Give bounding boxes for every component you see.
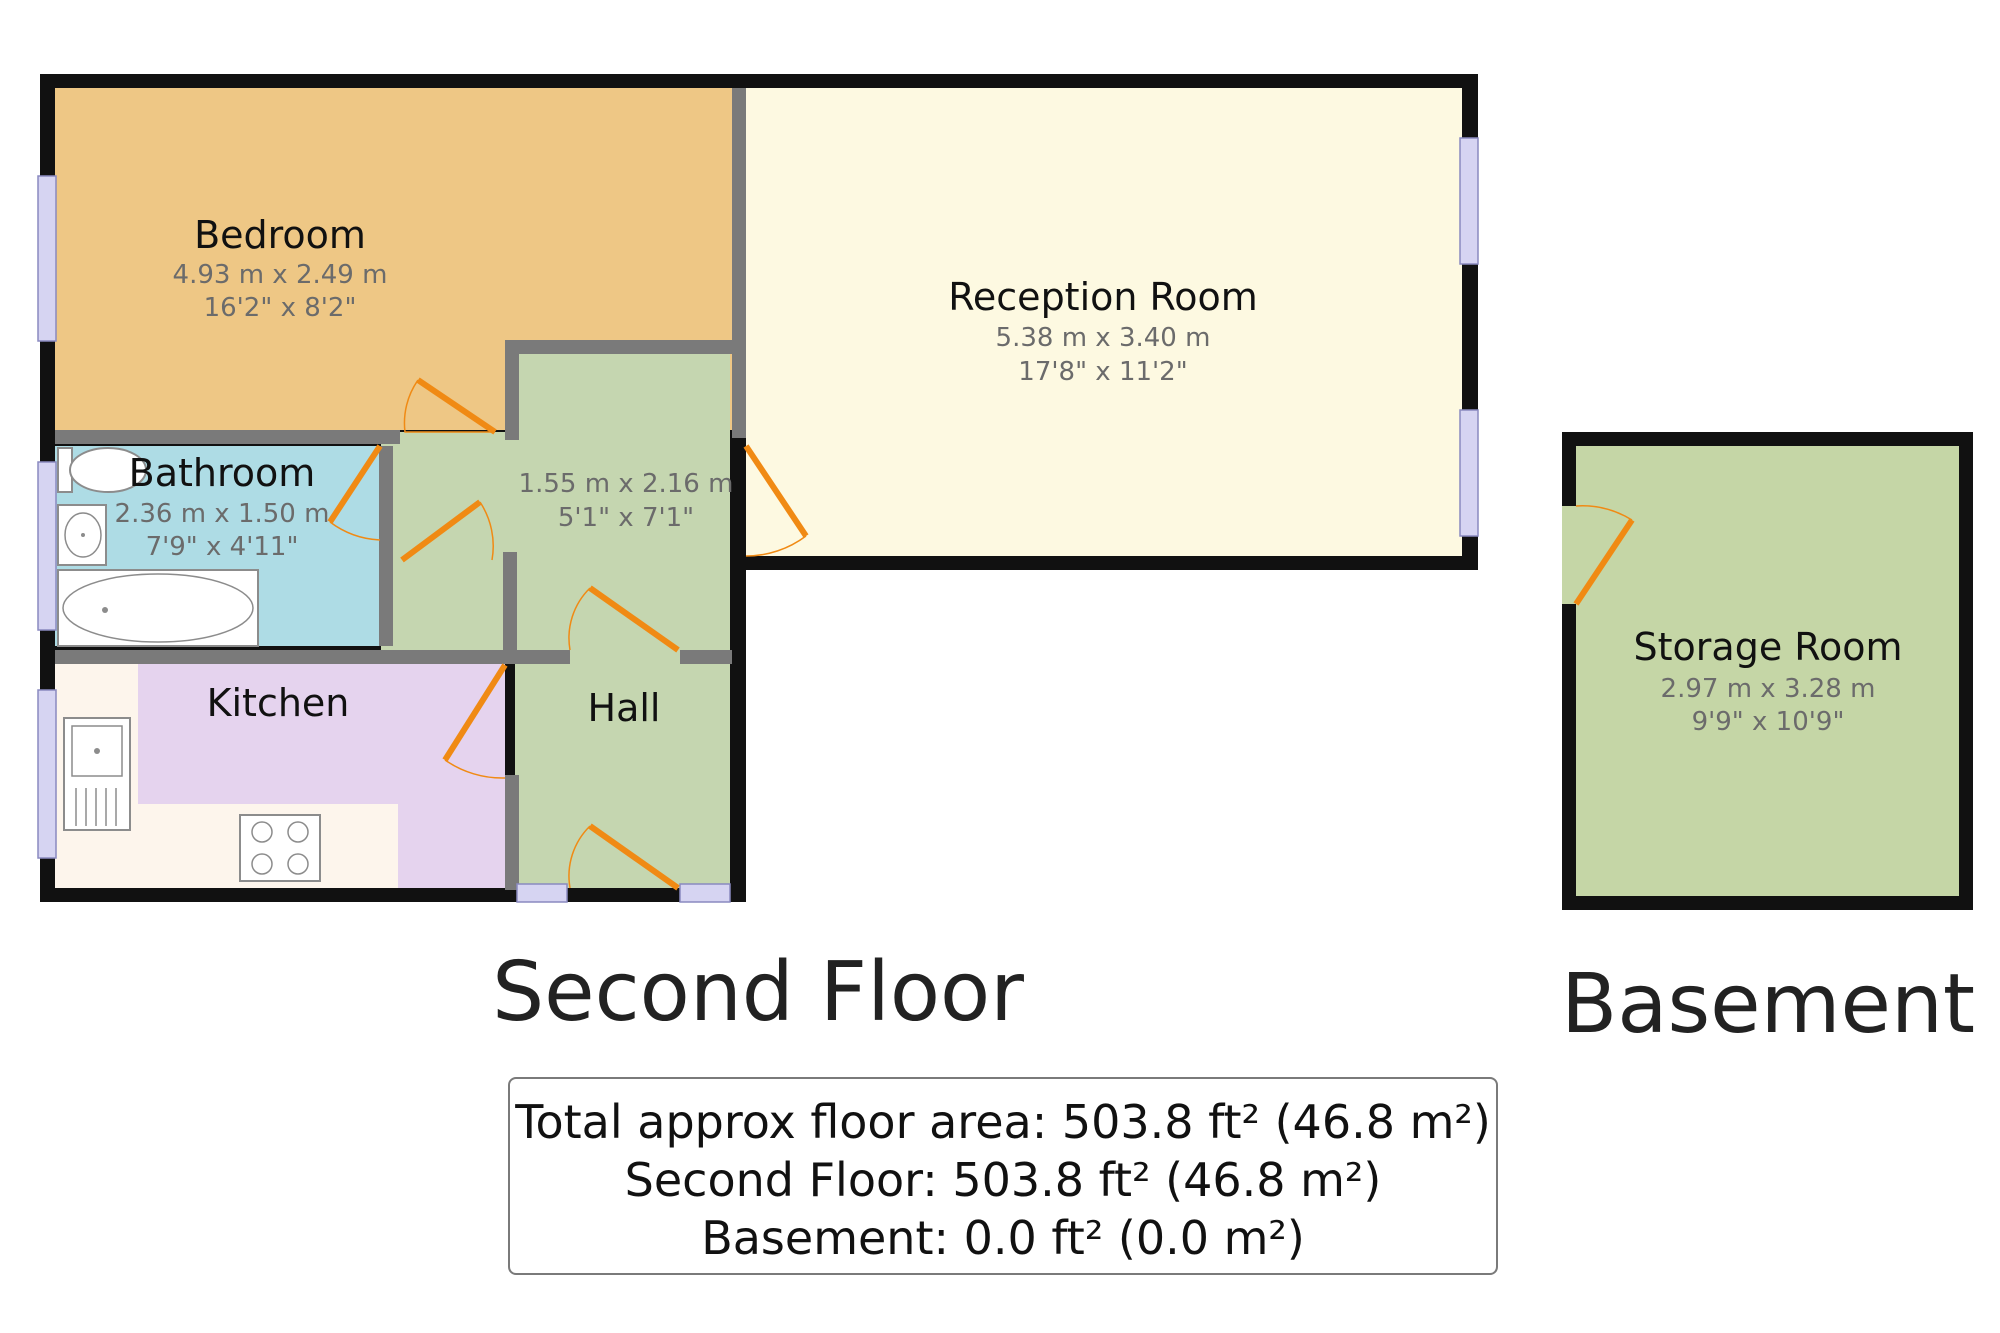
window-bathroom (37, 461, 57, 631)
window-kitchen (37, 689, 57, 859)
floor-area-summary: Total approx floor area: 503.8 ft² (46.8… (508, 1077, 1498, 1275)
wall-kitchen-hall (505, 775, 519, 890)
wall-cupboard (503, 552, 517, 656)
storage-door-opening (1562, 506, 1576, 604)
hob-icon (239, 814, 321, 882)
cupboard-area (393, 560, 503, 656)
bedroom-name: Bedroom (194, 213, 366, 257)
basement-title: Basement (1561, 957, 1975, 1052)
wall-bedroom-hall (505, 340, 735, 354)
hall-name: Hall (588, 686, 661, 730)
reception-area (746, 88, 1462, 556)
storage-name: Storage Room (1634, 625, 1903, 669)
door-storage (1573, 505, 1635, 606)
reception-imperial: 17'8" x 11'2" (1018, 357, 1187, 387)
kitchen-name: Kitchen (207, 681, 350, 725)
door-entrance (568, 823, 680, 891)
wall-bedroom-hall-vert (505, 340, 519, 440)
basement-area-text: Basement: 0.0 ft² (0.0 m²) (701, 1211, 1305, 1265)
window-bedroom (37, 175, 57, 342)
bathroom-imperial: 7'9" x 4'11" (146, 532, 299, 562)
door-reception (743, 444, 809, 557)
storage-area (1576, 446, 1959, 896)
door-bathroom (327, 444, 383, 541)
bathroom-metric: 2.36 m x 1.50 m (115, 499, 330, 529)
kitchen-area (138, 662, 505, 888)
basin-icon (57, 504, 107, 566)
wall-kitchen-top (55, 650, 570, 664)
wall-bedroom-reception (732, 88, 746, 438)
window-hall-left (516, 883, 568, 903)
door-cupboard (400, 499, 494, 563)
window-hall-right (679, 883, 731, 903)
total-area-text: Total approx floor area: 503.8 ft² (46.8… (515, 1095, 1491, 1149)
door-bedroom (403, 377, 497, 435)
door-kitchen (442, 663, 508, 779)
bedroom-imperial: 16'2" x 8'2" (204, 293, 357, 323)
door-hall-internal (568, 585, 680, 653)
second-floor-area-text: Second Floor: 503.8 ft² (46.8 m²) (624, 1153, 1382, 1207)
storage-imperial: 9'9" x 10'9" (1692, 707, 1845, 737)
second-floor-title: Second Floor (492, 945, 1024, 1040)
landing-imperial: 5'1" x 7'1" (558, 503, 694, 533)
landing-metric: 1.55 m x 2.16 m (519, 469, 734, 499)
bedroom-metric: 4.93 m x 2.49 m (173, 260, 388, 290)
wall-hall-lower (680, 650, 732, 664)
bathroom-name: Bathroom (129, 451, 316, 495)
reception-metric: 5.38 m x 3.40 m (996, 323, 1211, 353)
window-reception-2 (1459, 409, 1479, 537)
sink-icon (63, 717, 131, 831)
hall-area (381, 354, 730, 888)
bathtub-icon (57, 569, 259, 647)
wall-bath-hall (379, 446, 393, 646)
toilet-icon (57, 447, 147, 493)
storage-metric: 2.97 m x 3.28 m (1661, 674, 1876, 704)
window-reception-1 (1459, 137, 1479, 265)
wall-bedroom-bath (55, 430, 400, 444)
reception-name: Reception Room (948, 275, 1258, 319)
